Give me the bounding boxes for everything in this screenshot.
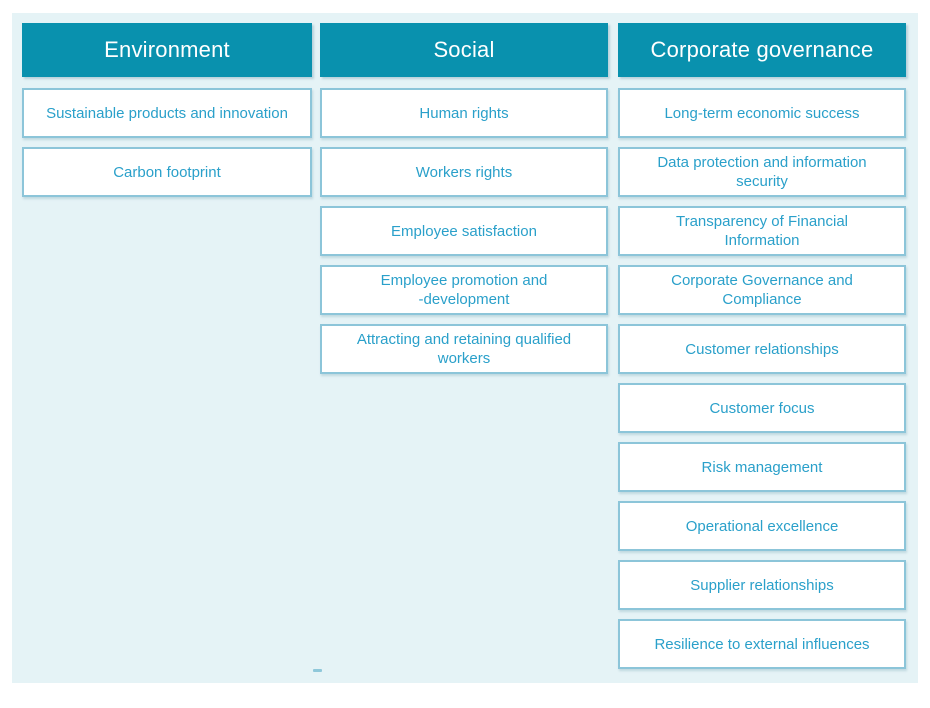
topic-box-corporate-governance-1: Long-term economic success	[618, 88, 906, 138]
topic-label: Corporate Governance and Compliance	[671, 272, 853, 308]
topic-label: Customer focus	[709, 399, 815, 417]
column-header-environment: Environment	[22, 23, 312, 77]
topic-box-corporate-governance-3: Transparency of Financial Information	[618, 206, 906, 256]
topic-label: Employee satisfaction	[391, 222, 537, 240]
column-header-corporate-governance: Corporate governance	[618, 23, 906, 77]
topic-box-social-3: Employee satisfaction	[320, 206, 608, 256]
topic-label: Data protection and information security	[657, 154, 867, 190]
topic-box-corporate-governance-6: Customer focus	[618, 383, 906, 433]
topic-box-social-5: Attracting and retaining qualified worke…	[320, 324, 608, 374]
topic-box-environment-2: Carbon footprint	[22, 147, 312, 197]
column-corporate-governance: Corporate governance Long-term economic …	[618, 23, 906, 669]
topic-label: Operational excellence	[685, 517, 839, 535]
topic-box-corporate-governance-8: Operational excellence	[618, 501, 906, 551]
topic-box-social-4: Employee promotion and -development	[320, 265, 608, 315]
column-environment: Environment Sustainable products and inn…	[22, 23, 312, 197]
topic-box-corporate-governance-10: Resilience to external influences	[618, 619, 906, 669]
topic-box-corporate-governance-9: Supplier relationships	[618, 560, 906, 610]
topic-label: Attracting and retaining qualified worke…	[356, 331, 572, 367]
topic-label: Carbon footprint	[113, 163, 221, 181]
stray-dash-mark	[313, 669, 322, 672]
topic-box-social-2: Workers rights	[320, 147, 608, 197]
topic-label: Sustainable products and innovation	[46, 104, 288, 122]
topic-label: Transparency of Financial Information	[675, 213, 849, 249]
topic-label: Resilience to external influences	[654, 635, 870, 653]
topic-label: Employee promotion and -development	[380, 272, 548, 308]
topic-label: Human rights	[419, 104, 509, 122]
topic-label: Customer relationships	[685, 340, 839, 358]
topic-label: Supplier relationships	[690, 576, 834, 594]
topic-label: Workers rights	[415, 163, 513, 181]
topic-label: Risk management	[701, 458, 823, 476]
topic-box-corporate-governance-7: Risk management	[618, 442, 906, 492]
topic-box-corporate-governance-2: Data protection and information security	[618, 147, 906, 197]
topic-box-corporate-governance-4: Corporate Governance and Compliance	[618, 265, 906, 315]
topic-label: Long-term economic success	[664, 104, 860, 122]
topic-box-corporate-governance-5: Customer relationships	[618, 324, 906, 374]
topic-box-environment-1: Sustainable products and innovation	[22, 88, 312, 138]
column-header-social: Social	[320, 23, 608, 77]
topic-box-social-1: Human rights	[320, 88, 608, 138]
esg-topics-panel: Environment Sustainable products and inn…	[12, 13, 918, 683]
